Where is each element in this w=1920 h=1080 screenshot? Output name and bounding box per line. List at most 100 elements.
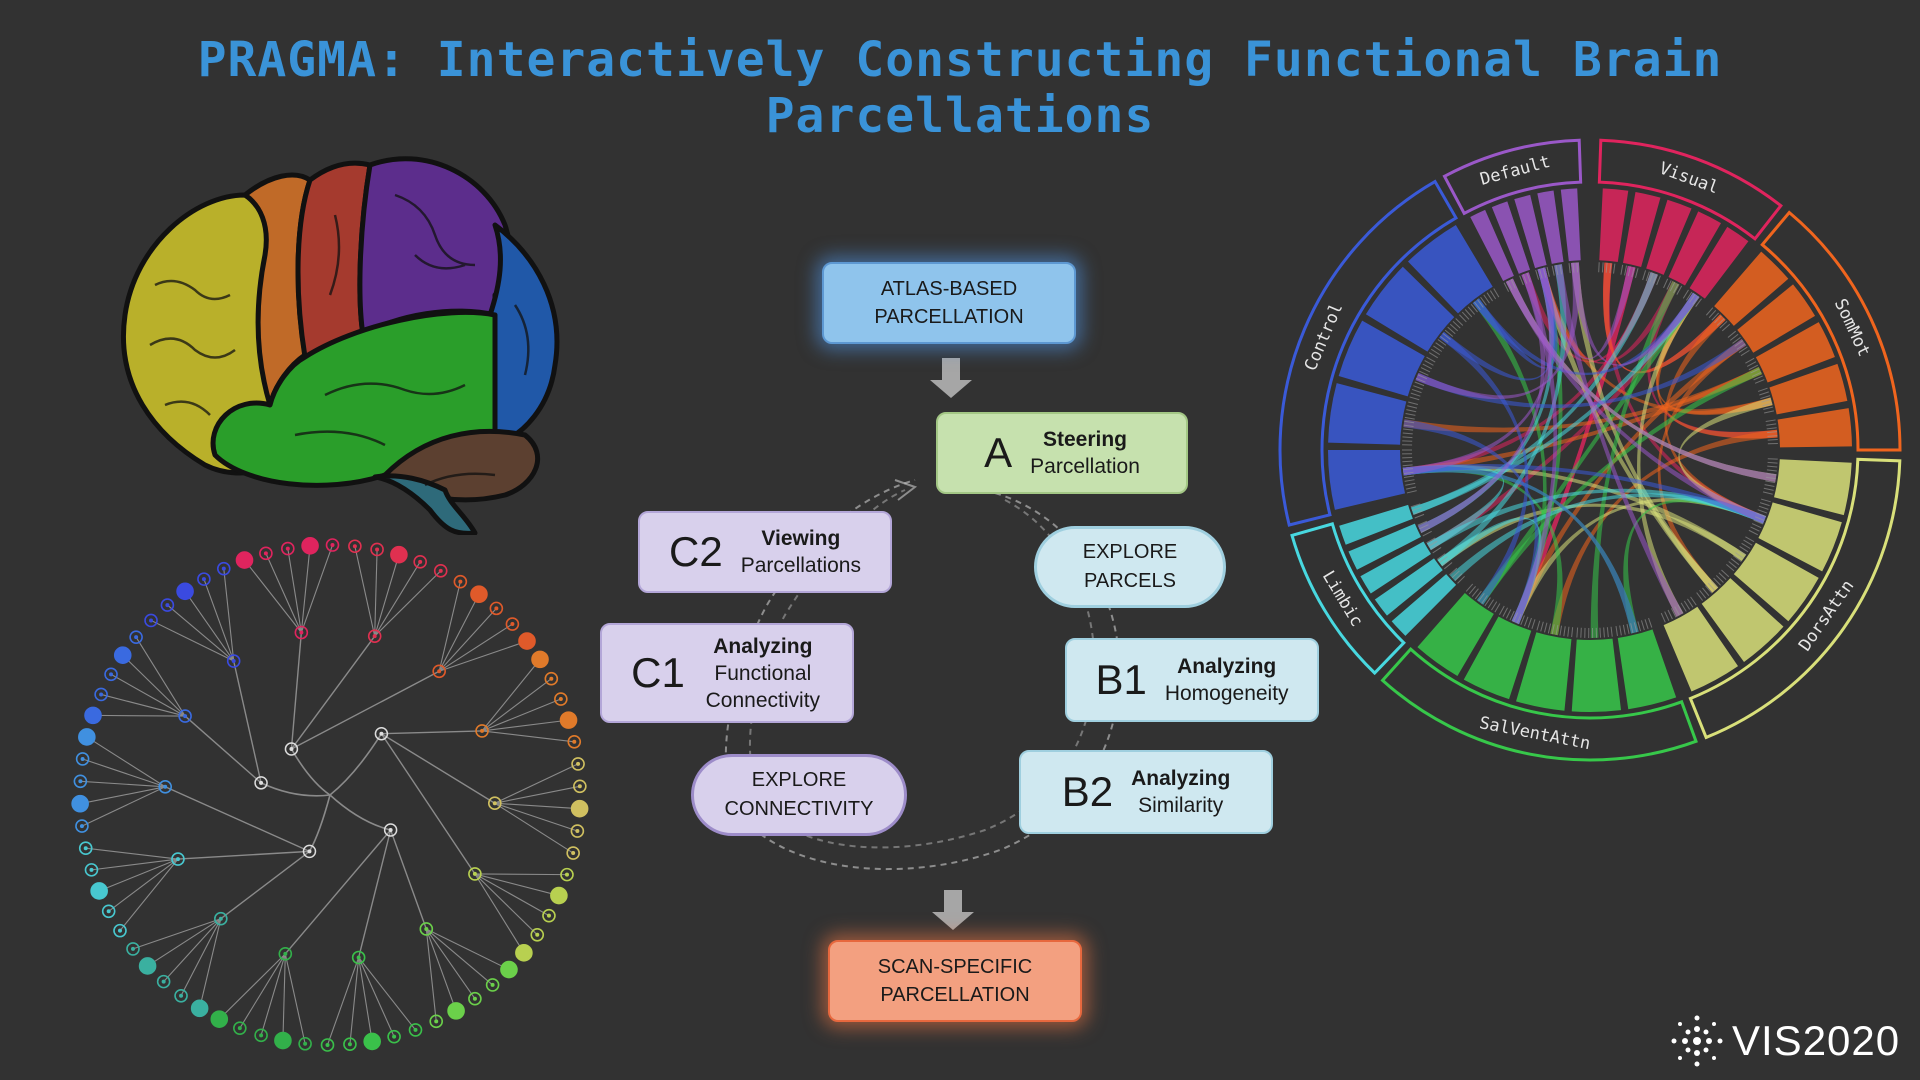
chord-sector-visual: [1597, 138, 1783, 241]
tree-leaf-node: [301, 536, 319, 555]
atlas-label: ATLAS-BASED PARCELLATION: [874, 278, 1024, 328]
tree-leaf-node: [390, 545, 408, 564]
chord-segment: [1391, 574, 1457, 636]
step-label: Parcellations: [740, 554, 861, 577]
chord-segment: [1714, 251, 1789, 326]
step-letter: B2: [1061, 768, 1114, 815]
tree-leaf-node: [505, 617, 520, 631]
step-label: Parcellation: [1030, 455, 1140, 478]
tree-mid-node: [468, 867, 482, 881]
chord-segment: [1516, 632, 1572, 711]
tree-leaf-node: [75, 752, 90, 766]
tree-mid-node: [178, 709, 192, 723]
tree-leaf-node: [274, 1031, 292, 1050]
chord-ribbon: [1437, 264, 1567, 567]
logo-text: VIS2020: [1732, 1017, 1901, 1064]
tree-leaf-node: [500, 960, 518, 979]
step-letter: C2: [669, 528, 723, 575]
brain-occipital-lobe: [487, 222, 560, 448]
chord-segment: [1737, 284, 1816, 353]
step-label: Functional Connectivity: [705, 661, 821, 712]
chord-segment: [1774, 459, 1852, 516]
chord-sector-default: [1442, 138, 1583, 216]
tree-mid-node: [294, 625, 309, 640]
chord-segment: [1417, 592, 1494, 676]
chord-sector-control: [1278, 179, 1459, 527]
tree-leaf-node: [554, 692, 568, 706]
tree-leaf-node: [138, 957, 157, 975]
tree-leaf-node: [567, 735, 582, 749]
tree-mid-node: [158, 779, 173, 794]
tree-leaf-node: [84, 863, 99, 877]
tree-leaf-node: [73, 774, 88, 789]
tree-leaf-node: [468, 991, 482, 1006]
tree-leaf-node: [84, 706, 102, 725]
tree-mid-node: [278, 947, 293, 961]
tree-leaf-node: [320, 1038, 335, 1052]
chord-segment: [1769, 363, 1848, 415]
tree-hub-node: [284, 742, 299, 756]
chord-segment: [1374, 558, 1443, 616]
chord-diagram: VisualSomMotDorsAttnSalVentAttnLimbicCon…: [1278, 138, 1902, 762]
chord-label-control: Control: [1301, 300, 1347, 374]
tree-leaf-node: [560, 867, 574, 882]
chord-ribbon: [1476, 292, 1700, 605]
tree-leaf-node: [78, 841, 93, 855]
sparkle-icon: [1671, 1015, 1723, 1067]
scan-specific-parcellation-box: SCAN-SPECIFIC PARCELLATION: [828, 940, 1082, 1022]
tree-leaf-node: [78, 728, 96, 746]
chord-segment: [1365, 266, 1455, 352]
tree-leaf-node: [566, 846, 580, 860]
chord-ribbons: [1402, 262, 1778, 638]
tree-leaf-node: [190, 999, 209, 1018]
tree-leaf-node: [387, 1029, 401, 1044]
chord-segment: [1758, 502, 1842, 572]
tree-mid-node: [214, 911, 228, 926]
tree-leaf-node: [542, 908, 556, 923]
tree-leaf-node: [343, 1037, 357, 1052]
tree-leaf-node: [210, 1010, 229, 1028]
tree-leaf-node: [363, 1032, 381, 1051]
step-letter: B1: [1095, 656, 1147, 703]
chord-ribbon: [1678, 397, 1773, 524]
chord-ribbon: [1472, 267, 1558, 369]
brain-temporal-lobe: [210, 309, 498, 488]
step-bold-label: Analyzing: [1131, 767, 1231, 790]
tree-leaf-node: [129, 630, 143, 644]
tree-mid-node: [487, 796, 502, 811]
chord-segment: [1463, 616, 1532, 700]
tree-leaf-node: [518, 632, 536, 650]
tree-nodes: [71, 536, 589, 1052]
chord-ribbon: [1537, 265, 1636, 360]
tree-leaf-node: [90, 882, 108, 900]
step-letter: C1: [631, 649, 685, 696]
step-letter: A: [984, 429, 1013, 476]
tree-leaf-node: [233, 1021, 247, 1035]
tree-leaf-node: [176, 582, 194, 601]
tree-leaf-node: [71, 794, 89, 813]
tree-leaf-node: [216, 561, 231, 576]
chord-segment: [1360, 541, 1432, 594]
chord-segment: [1617, 629, 1677, 710]
chord-sector-limbic: [1290, 522, 1406, 676]
tree-leaf-node: [571, 757, 585, 771]
tree-leaf-node: [174, 988, 188, 1003]
chord-segment: [1668, 211, 1721, 286]
chord-segment: [1560, 188, 1581, 262]
tree-mid-node: [367, 629, 382, 643]
step-bold-label: Analyzing: [713, 634, 813, 658]
chord-segment: [1571, 638, 1622, 712]
chord-segment: [1514, 194, 1547, 269]
chord-label-salventattn: SalVentAttn: [1478, 713, 1592, 754]
chord-segment: [1328, 450, 1406, 510]
brain-stem: [372, 473, 478, 535]
chord-ribbon: [1417, 272, 1546, 534]
tree-leaf-node: [453, 574, 468, 589]
tree-leaf-node: [429, 1014, 444, 1029]
tree-leaf-node: [160, 598, 175, 612]
tree-leaf-node: [197, 572, 211, 586]
tree-leaf-node: [94, 687, 108, 702]
